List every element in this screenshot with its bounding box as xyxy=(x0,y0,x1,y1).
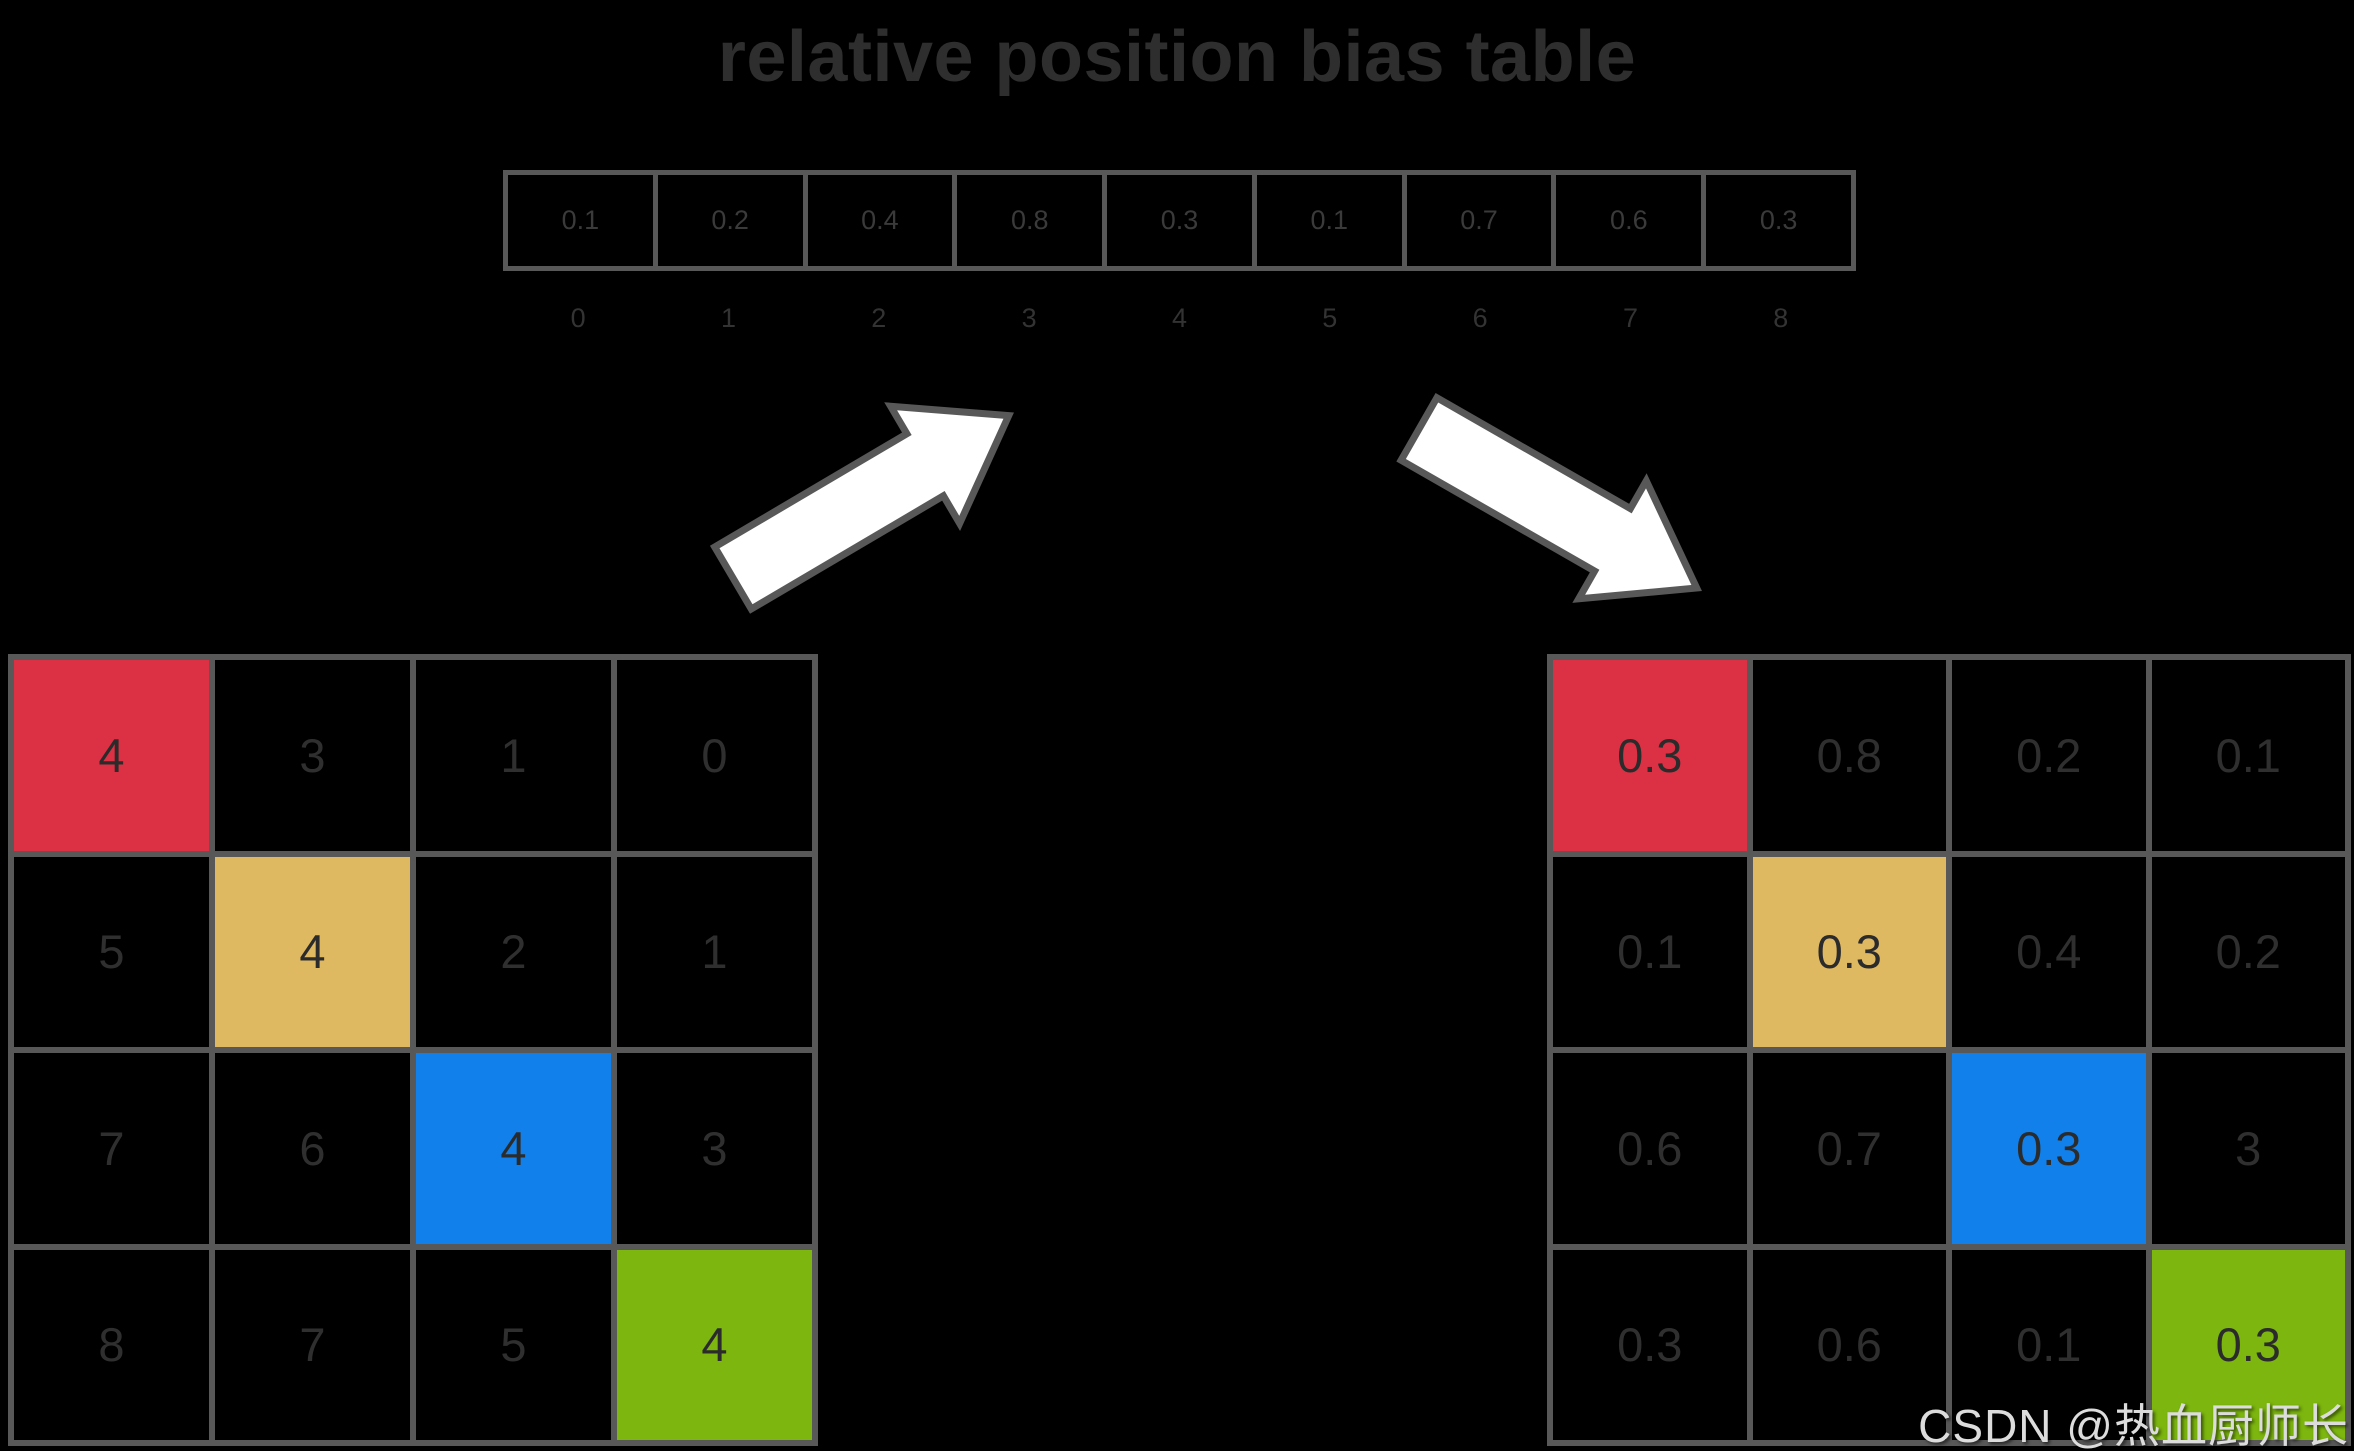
bias-table-cell-1: 0.2 xyxy=(657,175,803,266)
grid-cell-left-12: 8 xyxy=(14,1249,209,1440)
bias-table-cell-2: 0.4 xyxy=(807,175,953,266)
bias-index-label-4: 4 xyxy=(1171,303,1187,333)
grid-cell-right-3: 0.1 xyxy=(2151,660,2345,851)
down-right-arrow-icon xyxy=(1396,392,1702,603)
grid-cell-left-7: 1 xyxy=(617,856,812,1047)
bias-table-cell-0: 0.1 xyxy=(508,175,653,266)
grid-cell-left-13: 7 xyxy=(215,1249,410,1440)
bias-index-label-7: 7 xyxy=(1622,303,1638,333)
bias-table-cell-8: 0.3 xyxy=(1706,175,1851,266)
bias-index-label-3: 3 xyxy=(1021,303,1037,333)
grid-cell-left-10: 4 xyxy=(416,1053,611,1244)
bias-table-cell-7: 0.6 xyxy=(1556,175,1702,266)
bias-table-cell-6: 0.7 xyxy=(1406,175,1552,266)
grid-cell-right-11: 3 xyxy=(2151,1053,2345,1244)
bias-table-cell-5: 0.1 xyxy=(1256,175,1402,266)
grid-cell-right-9: 0.7 xyxy=(1752,1053,1946,1244)
grid-cell-left-5: 4 xyxy=(215,856,410,1047)
grid-cell-right-5: 0.3 xyxy=(1752,856,1946,1047)
grid-cell-left-6: 2 xyxy=(416,856,611,1047)
grid-cell-left-1: 3 xyxy=(215,660,410,851)
grid-cell-right-0: 0.3 xyxy=(1553,660,1747,851)
grid-cell-left-15: 4 xyxy=(617,1249,812,1440)
grid-cell-right-12: 0.3 xyxy=(1553,1249,1747,1440)
grid-cell-right-4: 0.1 xyxy=(1553,856,1747,1047)
bias-index-label-8: 8 xyxy=(1773,303,1789,333)
grid-cell-right-8: 0.6 xyxy=(1553,1053,1747,1244)
grid-cell-left-9: 6 xyxy=(215,1053,410,1244)
grid-cell-right-7: 0.2 xyxy=(2151,856,2345,1047)
grid-cell-left-8: 7 xyxy=(14,1053,209,1244)
grid-cell-right-2: 0.2 xyxy=(1952,660,2146,851)
bias-index-label-5: 5 xyxy=(1322,303,1338,333)
grid-cell-left-2: 1 xyxy=(416,660,611,851)
grid-cell-left-4: 5 xyxy=(14,856,209,1047)
grid-cell-right-10: 0.3 xyxy=(1952,1053,2146,1244)
grid-cell-left-0: 4 xyxy=(14,660,209,851)
bias-index-label-2: 2 xyxy=(871,303,887,333)
diagram-title: relative position bias table xyxy=(717,17,1637,97)
bias-index-label-0: 0 xyxy=(570,303,586,333)
grid-cell-right-6: 0.4 xyxy=(1952,856,2146,1047)
bias-index-label-6: 6 xyxy=(1472,303,1488,333)
grid-cell-right-1: 0.8 xyxy=(1752,660,1946,851)
grid-cell-right-15: 0.3 xyxy=(2151,1249,2345,1440)
grid-cell-right-14: 0.1 xyxy=(1952,1249,2146,1440)
bias-table-cell-4: 0.3 xyxy=(1107,175,1252,266)
bias-index-label-1: 1 xyxy=(720,303,736,333)
grid-cell-left-3: 0 xyxy=(617,660,812,851)
up-right-arrow-icon xyxy=(709,402,1014,614)
bias-table-cell-3: 0.8 xyxy=(957,175,1103,266)
grid-cell-left-11: 3 xyxy=(617,1053,812,1244)
watermark-text: CSDN @热血厨师长 xyxy=(1918,1400,2349,1451)
grid-cell-left-14: 5 xyxy=(416,1249,611,1440)
grid-cell-right-13: 0.6 xyxy=(1752,1249,1946,1440)
bias-index-row: 0 1 2 3 4 5 6 7 8 xyxy=(503,303,1856,334)
